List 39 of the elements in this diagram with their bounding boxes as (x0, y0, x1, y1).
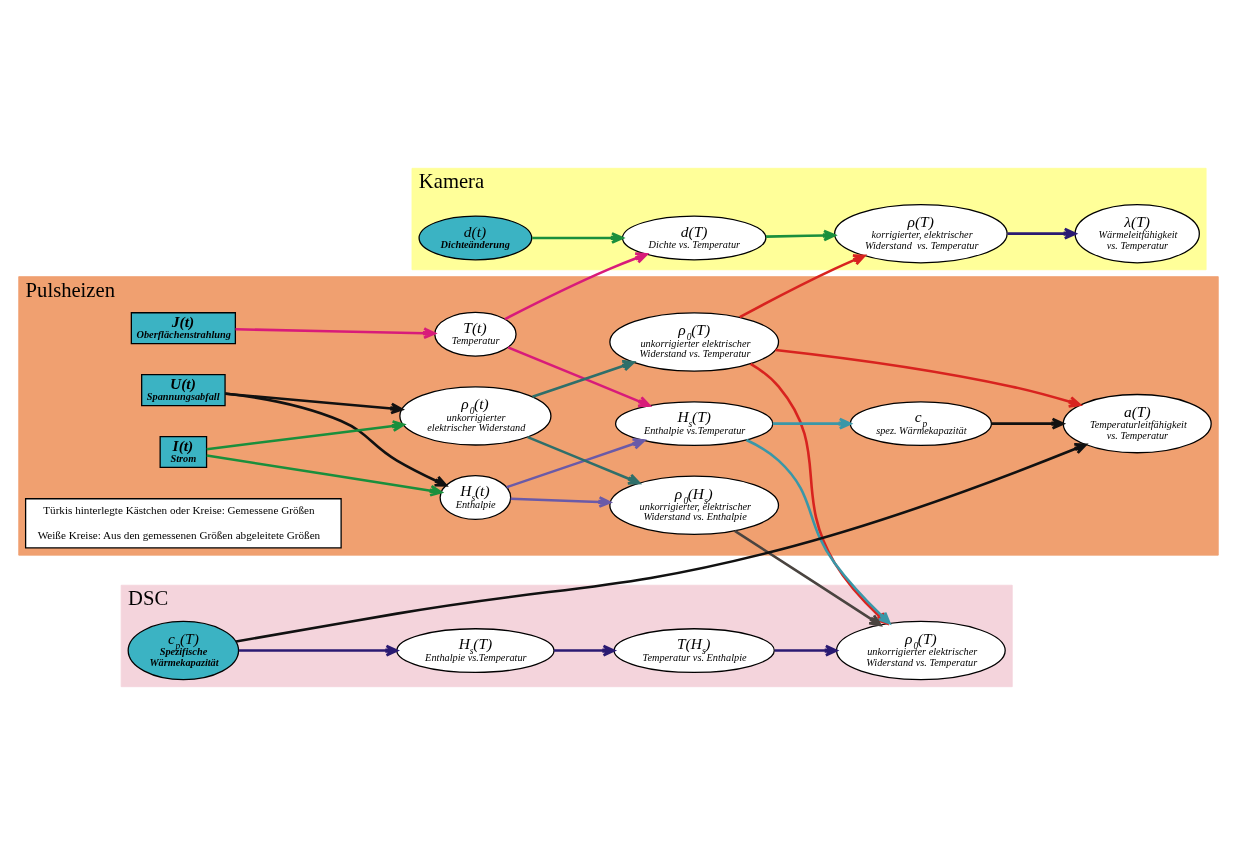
arrow (527, 435, 641, 485)
arrow (206, 453, 443, 497)
arrow (225, 391, 404, 414)
arrow (774, 644, 838, 656)
node-ellipse: T(t) Temperatur (434, 311, 517, 357)
arrow (734, 529, 882, 626)
node-ellipse: c$_{p}$ spez. Wärmekapazität (849, 400, 993, 446)
arrow (507, 345, 651, 407)
arrow (991, 417, 1065, 430)
node-ellipse: c$_{p}$(T) Spezifische Wärmekapazität (127, 620, 240, 680)
arrow (739, 253, 866, 318)
node-ellipse: H$_{s}$(T) Enthalpie vs.Temperatur (614, 400, 774, 446)
node-box: J(t) Oberflächenstrahlung (130, 311, 236, 344)
node-ellipse: T(H$_{s}$) Temperatur vs. Enthalpie (613, 627, 775, 673)
node-ellipse: d(T) Dichte vs. Temperatur (621, 214, 767, 260)
node-box: U(t) Spannungsabfall (141, 373, 226, 406)
node-ellipse: ρ$_{0}$(t) unkorrigierter elektrischer Widerstand (399, 385, 552, 446)
node-ellipse: H$_{s}$(t) Enthalpie (439, 474, 512, 520)
node-box: Türkis hinterlegte Kästchen oder Kreise: Gemessene Größen Weiße Kreise: Aus den gemessenen Größen abgeleitete Größen (24, 497, 342, 549)
node-ellipse: d(t) Dichteänderung (418, 214, 533, 260)
arrow (554, 644, 616, 656)
arrow (225, 391, 448, 487)
arrow (772, 417, 852, 430)
arrow (532, 359, 635, 398)
arrow (510, 495, 612, 508)
arrow (775, 348, 1082, 408)
arrow (238, 644, 399, 656)
arrow (765, 229, 836, 241)
node-ellipse: λ(T) Wärmeleitfähigkeit vs. Temperatur (1074, 203, 1200, 263)
arrow (235, 326, 436, 339)
node-ellipse: ρ$_{0}$(T) unkorrigierter elektrischer Widerstand vs. Temperatur (835, 620, 1006, 680)
arrow (206, 419, 405, 450)
arrow (506, 437, 646, 488)
arrow (504, 251, 648, 320)
node-box: I(t) Strom (159, 435, 208, 468)
node-ellipse: H$_{s}$(T) Enthalpie vs.Temperatur (396, 627, 555, 673)
arrow (235, 442, 1087, 643)
arrow (532, 231, 624, 244)
arrow (1007, 227, 1077, 240)
